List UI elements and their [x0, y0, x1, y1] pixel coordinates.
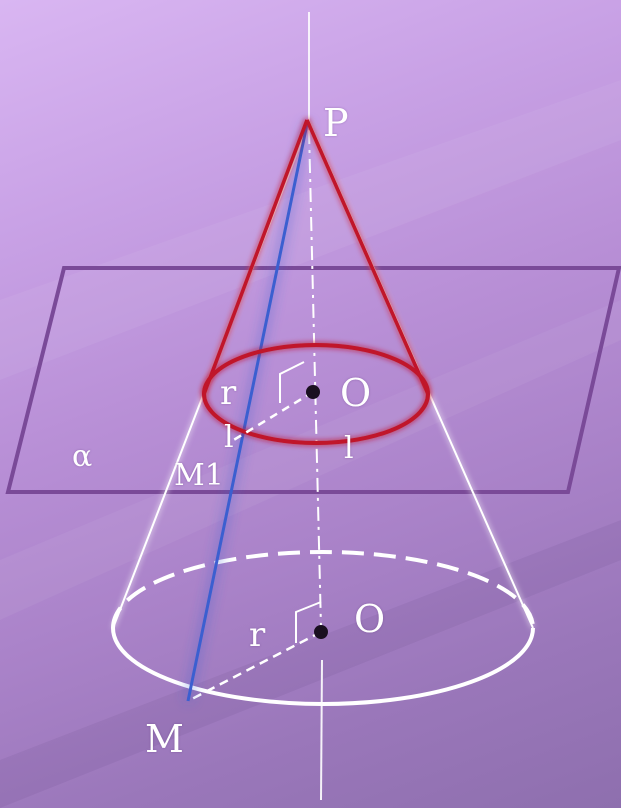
- label-apex-p: P: [323, 101, 349, 145]
- upper-right-angle: [279, 361, 305, 403]
- lower-radius: [187, 630, 322, 703]
- label-upper-length-left: l: [224, 420, 234, 455]
- label-upper-radius-r: r: [220, 373, 237, 413]
- label-upper-center-o: O: [340, 371, 371, 415]
- label-upper-length-right: l: [344, 431, 354, 466]
- label-lower-center-o: O: [354, 597, 385, 641]
- axis-dashdot: [308, 129, 322, 629]
- label-plane-alpha: α: [72, 439, 92, 474]
- label-point-m: M: [145, 717, 184, 761]
- lower-base-back: [111, 550, 535, 629]
- generatrix-pm: [186, 123, 309, 702]
- label-point-m1: M1: [174, 458, 224, 493]
- axis-bottom: [320, 659, 323, 801]
- upper-center-dot: [306, 385, 320, 399]
- upper-radius: [231, 390, 314, 443]
- lower-center-dot: [314, 625, 328, 639]
- lower-base-front: [111, 627, 535, 706]
- lower-right-angle: [295, 601, 322, 643]
- upper-cone-left: [202, 119, 309, 395]
- upper-cone-right: [305, 119, 430, 395]
- label-lower-radius-r: r: [249, 615, 266, 655]
- upper-section-ellipse: [202, 343, 430, 445]
- plane-alpha: [5, 266, 621, 494]
